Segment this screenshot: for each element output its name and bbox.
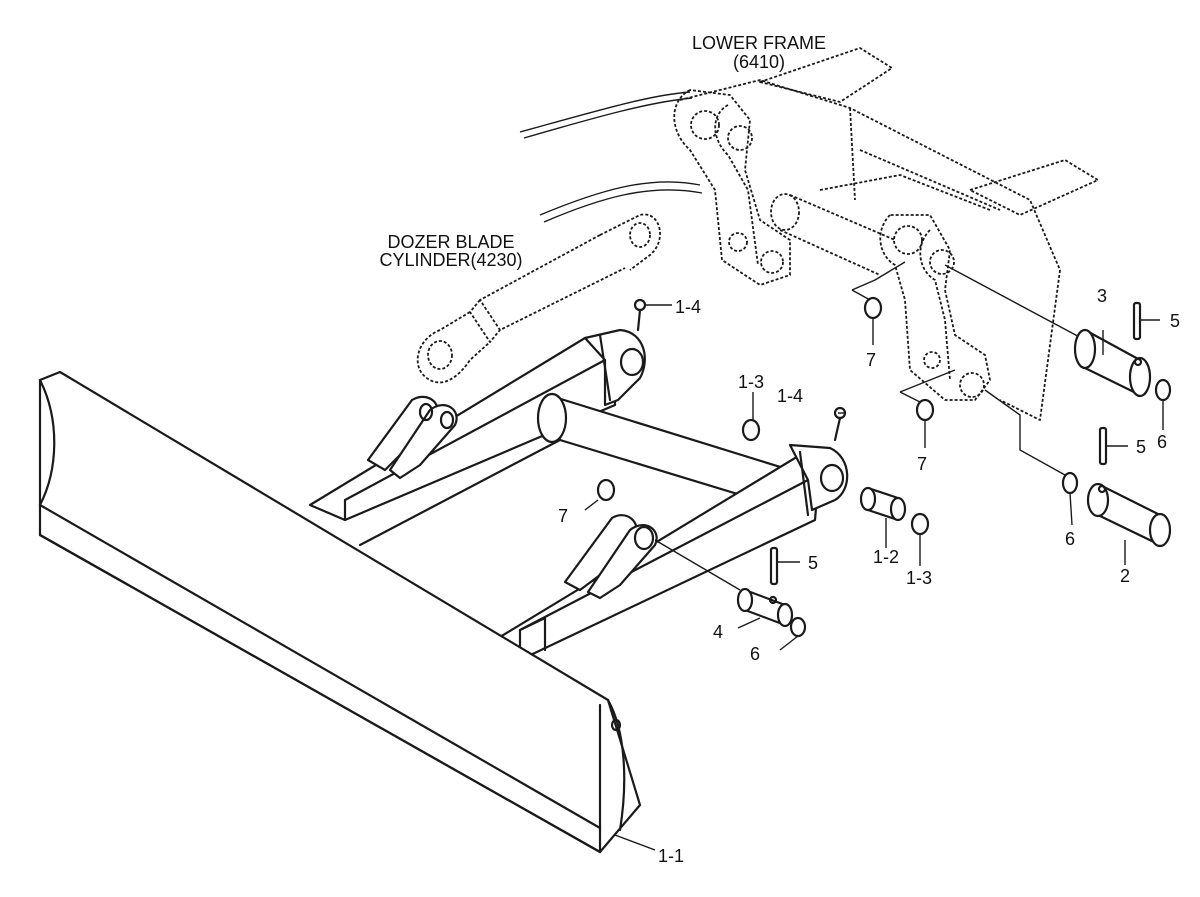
pin-part-2 — [1086, 482, 1172, 548]
cylinder-title: DOZER BLADE — [387, 232, 514, 252]
callout-1-3-a: 1-3 — [738, 372, 764, 392]
lower-frame — [519, 47, 1099, 476]
callout-1-3-b: 1-3 — [906, 568, 932, 588]
callout-5-b: 5 — [1136, 437, 1146, 457]
dozer-blade-cylinder — [416, 213, 661, 384]
pin-part-4 — [736, 587, 794, 628]
callout-3: 3 — [1097, 286, 1107, 306]
callout-1-1: 1-1 — [658, 846, 684, 866]
lower-frame-title: LOWER FRAME — [692, 33, 826, 53]
callout-7-a: 7 — [866, 350, 876, 370]
leader-lines — [584, 304, 1164, 851]
callout-6-a: 6 — [1157, 432, 1167, 452]
callout-6-c: 6 — [750, 644, 760, 664]
callout-1-4-a: 1-4 — [675, 297, 701, 317]
pin-part-3 — [1073, 328, 1152, 398]
grease-fittings-part-1-4 — [633, 298, 847, 442]
callout-2: 2 — [1120, 566, 1130, 586]
callout-1-2: 1-2 — [873, 547, 899, 567]
labels: LOWER FRAME (6410) DOZER BLADE CYLINDER(… — [379, 33, 1180, 866]
callout-7-b: 7 — [917, 454, 927, 474]
callout-1-4-b: 1-4 — [777, 386, 803, 406]
callout-7-c: 7 — [558, 506, 568, 526]
callout-5-c: 5 — [808, 553, 818, 573]
dozer-blade — [38, 370, 642, 854]
cylinder-code: CYLINDER(4230) — [379, 250, 522, 270]
callout-5-a: 5 — [1170, 311, 1180, 331]
blade-frame-1-1 — [308, 328, 849, 662]
bushing-part-1-2 — [859, 486, 907, 522]
callout-4: 4 — [713, 622, 723, 642]
callout-6-b: 6 — [1065, 529, 1075, 549]
lower-frame-code: (6410) — [733, 52, 785, 72]
